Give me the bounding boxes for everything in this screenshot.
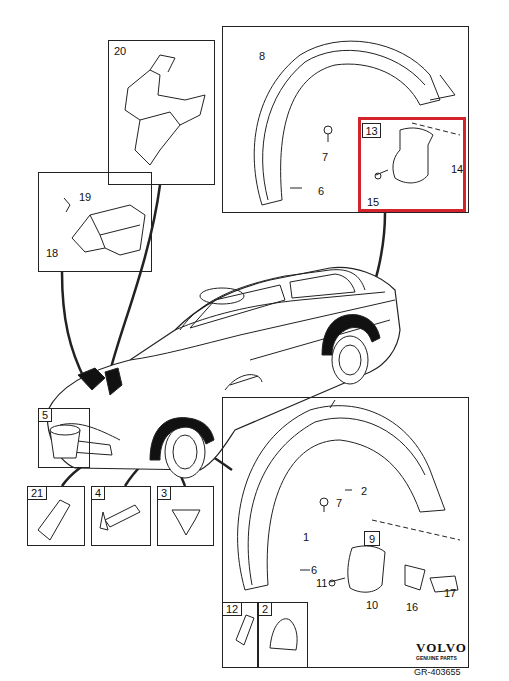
callout-number: 13 (365, 125, 377, 137)
callout-number: 5 (38, 408, 52, 422)
callout-number: 2 (258, 602, 272, 616)
callout-number: 9 (369, 533, 375, 545)
callout-number: 7 (336, 497, 342, 509)
callout-number: 15 (367, 196, 379, 208)
detail-panel: 12 (222, 602, 258, 668)
detail-panel: 8 7 6 14 15 13 (222, 26, 469, 213)
detail-panel: 1918 (38, 172, 152, 272)
detail-panel: 2 (258, 602, 308, 668)
detail-panel: 3 (157, 486, 214, 546)
callout-number: 7 (322, 151, 328, 163)
callout-number: 2 (361, 485, 367, 497)
detail-panel: 20 (108, 40, 215, 185)
callout-box: 9 (364, 531, 380, 546)
callout-number: 6 (311, 564, 317, 576)
callout-number: 1 (303, 531, 309, 543)
callout-number: 16 (406, 601, 418, 613)
callout-number: 3 (157, 486, 171, 500)
callout-number: 8 (259, 50, 265, 62)
drawing-number: GR-403655 (414, 667, 461, 677)
callout-number: 10 (366, 599, 378, 611)
callout-number: 21 (27, 486, 47, 500)
callout-number: 14 (451, 163, 463, 175)
callout-number: 12 (222, 602, 242, 616)
brand-mark: GENUINE PARTS (416, 655, 457, 661)
callout-number: 18 (46, 247, 58, 259)
callout-number: 20 (114, 45, 126, 57)
detail-panel: 4 (91, 486, 151, 546)
callout-number: 6 (318, 185, 324, 197)
callout-number: 11 (316, 577, 327, 589)
callout-box: 13 (362, 123, 381, 138)
detail-panel: 21 (27, 486, 85, 546)
detail-panel: 1276111016179122 (222, 397, 469, 668)
callout-number: 4 (91, 486, 105, 500)
detail-panel: 5 (38, 408, 90, 468)
callout-number: 19 (79, 191, 91, 203)
callout-number: 17 (444, 587, 456, 599)
detail-panel: 14 15 13 (358, 117, 466, 212)
brand-mark: VOLVO (416, 640, 467, 656)
